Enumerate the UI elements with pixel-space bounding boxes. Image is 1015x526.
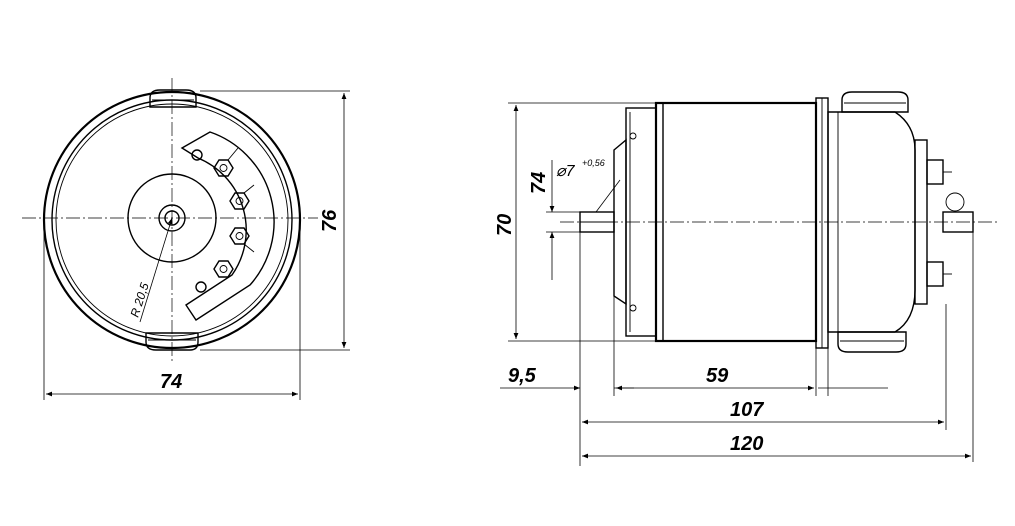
radius-label: R 20,5 [128,281,152,319]
shaft-length-dim: 9,5 [508,365,537,387]
width-dim-74: 74 [160,371,182,393]
shaft-tolerance: +0,56 [582,158,605,168]
hex-nut-icon [213,159,234,177]
terminal-nut-icon [926,261,944,287]
hex-nut-icon [229,192,250,210]
bottom-lug-side [837,331,907,353]
offset-dim-74: 74 [528,172,550,194]
bottom-mount-lug [145,332,199,351]
terminal-lead [243,243,255,253]
outer-housing-circle [42,90,302,350]
rivet-icon [629,304,637,312]
height-dim-76: 76 [319,209,341,232]
terminal-lead [243,184,255,194]
hex-nut-icon [213,260,234,278]
screw-icon [195,281,207,293]
front-view: R 20,5 76 74 [22,78,350,400]
shaft-boss-circle [158,204,186,232]
terminal-plate [180,131,275,321]
side-view: 70 74 ⌀7 +0,56 9,5 59 107 120 [494,91,1000,466]
hub-circle [127,173,217,263]
radius-dimension-line [139,217,173,323]
leader-line [595,179,621,213]
body-length-dim: 59 [706,365,729,387]
inner-rim-circle [55,103,289,337]
terminal-lead [227,147,239,161]
top-mount-lug [149,89,197,108]
shaft-diameter: ⌀7 [556,163,576,180]
terminal-block [914,139,928,305]
rear-boss-circle [945,192,965,212]
height-dim-70: 70 [494,214,516,236]
screw-icon [191,149,203,161]
top-lug-side [841,91,909,113]
length-dim-120: 120 [730,433,763,455]
shaft-circle [164,210,180,226]
length-dim-107: 107 [730,399,764,421]
rivet-icon [629,132,637,140]
rear-shaft [942,211,974,233]
terminal-nut-icon [926,159,944,185]
